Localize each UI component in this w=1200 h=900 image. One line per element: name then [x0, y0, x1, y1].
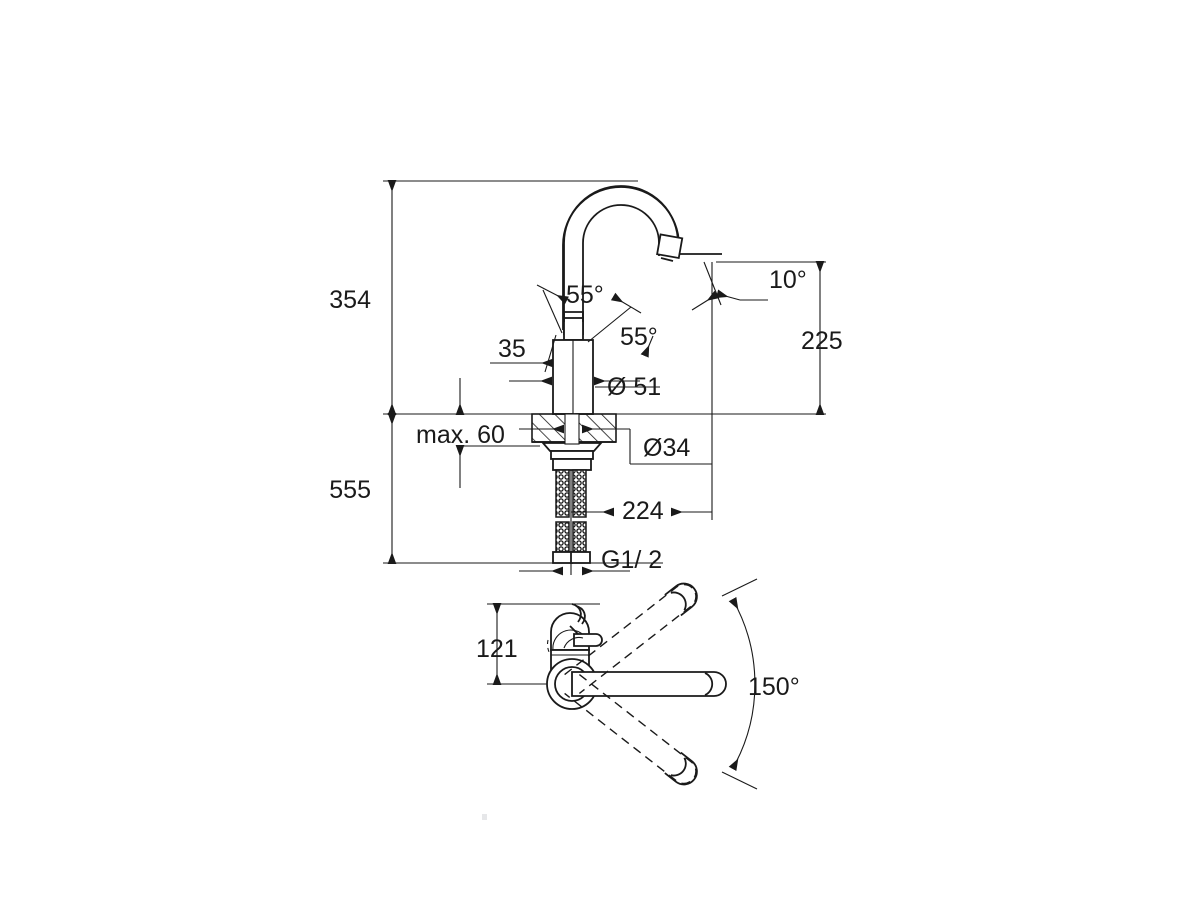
dimension-55-front: 55° [587, 292, 658, 358]
dimension-10deg: 10° [691, 261, 807, 311]
plan-spout-lower [564, 673, 698, 786]
dim-max60-label: max. 60 [416, 421, 505, 449]
dim-d51-label: Ø 51 [607, 373, 661, 401]
dim-10deg-label: 10° [769, 266, 807, 294]
dim-354-label: 354 [329, 286, 371, 314]
dimension-354: 354 [329, 180, 397, 415]
dimension-555: 555 [329, 413, 397, 564]
dimension-max60: max. 60 [416, 378, 540, 488]
dim-g12-label: G1/ 2 [601, 546, 662, 574]
dimension-d51: Ø 51 [509, 373, 661, 401]
dim-35-label: 35 [498, 335, 526, 363]
dimension-35: 35 [490, 334, 557, 373]
dim-555-label: 555 [329, 476, 371, 504]
dim-150deg-label: 150° [748, 673, 800, 701]
countertop-section [531, 413, 617, 443]
dim-d34-label: Ø34 [643, 434, 690, 462]
supply-hoses-lower [552, 521, 591, 564]
extension-lines [383, 180, 826, 575]
tap-body [552, 311, 594, 415]
dimension-g12: G1/ 2 [519, 546, 663, 576]
dim-224-label: 224 [622, 497, 664, 525]
dimension-150deg: 150° [721, 578, 800, 790]
dim-55-rear-label: 55° [566, 281, 604, 309]
supply-hoses-upper [555, 469, 587, 518]
plan-view: 121 150° [476, 578, 800, 790]
dim-121-label: 121 [476, 635, 518, 663]
dim-55-front-label: 55° [620, 323, 658, 351]
dimension-d34: Ø34 [519, 424, 712, 465]
dim-225-label: 225 [801, 327, 843, 355]
registration-mark [482, 814, 487, 820]
plan-spout-center [571, 671, 727, 697]
dimension-121: 121 [476, 603, 518, 685]
spout-gooseneck [562, 185, 722, 335]
dimension-225: 225 [801, 261, 843, 415]
mounting-hardware [541, 413, 603, 471]
dimension-55-rear: 55° [536, 281, 604, 334]
plan-spout-upper [564, 582, 698, 695]
dimension-224: 224 [571, 497, 712, 525]
elevation-view: 354 555 max. 60 35 55° [329, 180, 843, 576]
